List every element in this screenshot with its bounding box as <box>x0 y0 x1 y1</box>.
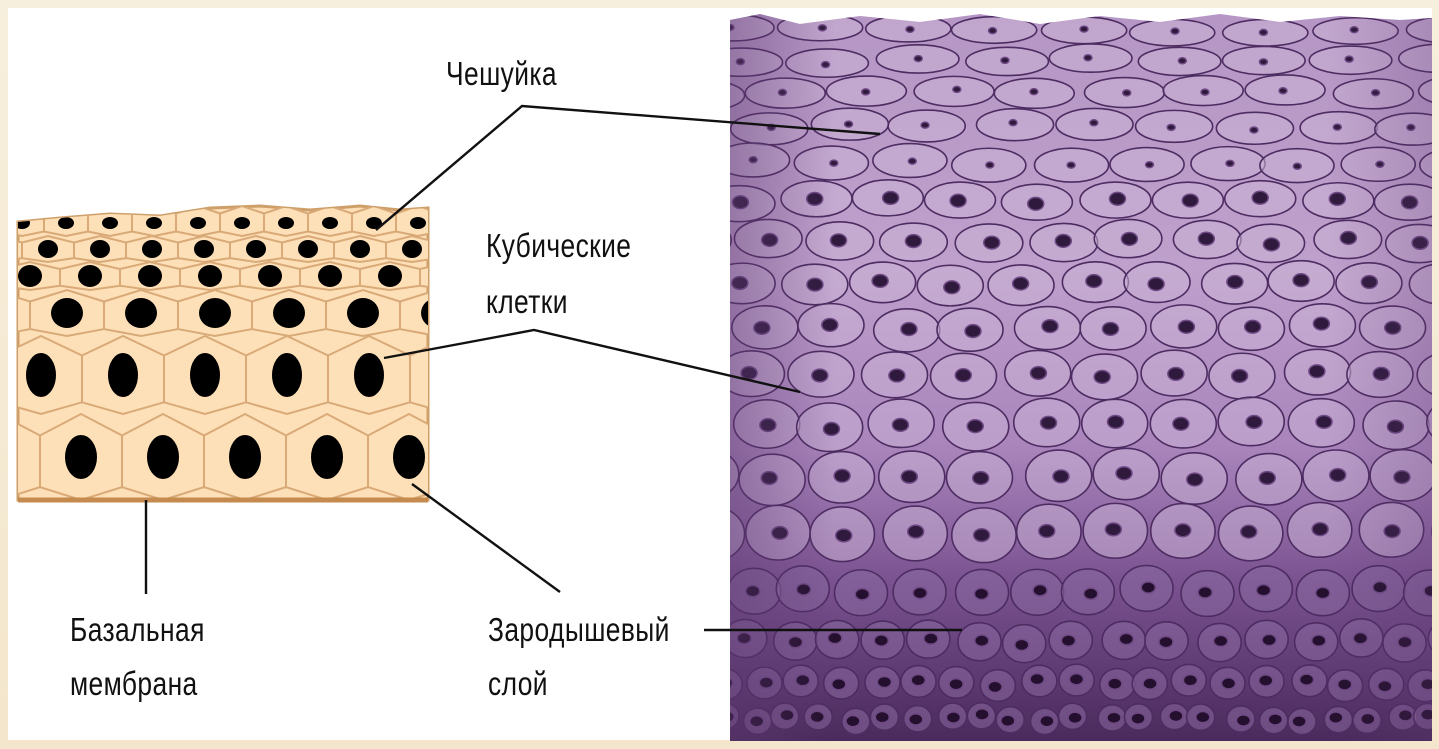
cell-nucleus <box>298 240 318 258</box>
cell-nucleus <box>402 240 422 258</box>
micrograph-cell <box>664 221 732 259</box>
cell-nucleus <box>0 298 9 328</box>
cell-nucleus <box>246 240 266 258</box>
cell-nucleus <box>0 240 6 258</box>
schematic-epithelium <box>0 206 492 500</box>
label-scale: Чешуйка <box>446 54 557 94</box>
cell-nucleus <box>190 353 220 397</box>
micrograph-shading <box>730 14 1432 741</box>
cell-nucleus <box>142 240 162 258</box>
cell-nucleus <box>272 353 302 397</box>
cell-nucleus <box>18 265 42 287</box>
cell-nucleus <box>436 353 466 397</box>
micrograph-nucleus <box>1434 276 1439 289</box>
micrograph-nucleus <box>695 466 711 479</box>
cell-nucleus <box>90 240 110 258</box>
cell-nucleus <box>354 353 384 397</box>
cell-nucleus <box>438 265 462 287</box>
cell-nucleus <box>229 435 261 479</box>
cell-nucleus <box>14 217 30 229</box>
cell-nucleus <box>318 265 342 287</box>
cell-nucleus <box>278 217 294 229</box>
label-germinal-line2: слой <box>488 664 548 704</box>
micrograph-tissue <box>664 14 1439 741</box>
label-cuboidal-line1: Кубические <box>486 226 631 266</box>
micrograph-nucleus <box>703 93 711 99</box>
cell-nucleus <box>51 298 83 328</box>
micrograph-cell <box>1432 504 1439 559</box>
cell-nucleus <box>273 298 305 328</box>
cell-nucleus <box>234 217 250 229</box>
cell-nucleus <box>311 435 343 479</box>
micrograph-nucleus <box>703 527 719 540</box>
micrograph-nucleus <box>1435 56 1439 62</box>
cell-nucleus <box>454 240 474 258</box>
cell-outline <box>438 236 490 262</box>
cell-nucleus <box>199 298 231 328</box>
cell-nucleus <box>190 217 206 229</box>
micrograph-nucleus <box>688 233 704 246</box>
cell-nucleus <box>58 217 74 229</box>
cell-nucleus <box>138 265 162 287</box>
cell-nucleus <box>147 435 179 479</box>
germinal-leader-line <box>412 484 560 592</box>
cell-nucleus <box>322 217 338 229</box>
cell-nucleus <box>198 265 222 287</box>
cell-nucleus <box>393 435 425 479</box>
label-basal-line1: Базальная <box>70 610 205 650</box>
micrograph-cell <box>673 448 739 499</box>
cell-nucleus <box>378 265 402 287</box>
cell-nucleus <box>65 435 97 479</box>
cell-nucleus <box>26 353 56 397</box>
cell-nucleus <box>258 265 282 287</box>
label-basal-line2: мембрана <box>70 664 198 704</box>
cell-nucleus <box>108 353 138 397</box>
cell-nucleus <box>347 298 379 328</box>
cell-nucleus <box>410 217 426 229</box>
cell-nucleus <box>146 217 162 229</box>
label-germinal-line1: Зародышевый <box>488 610 670 650</box>
cell-nucleus <box>194 240 214 258</box>
cell-nucleus <box>125 298 157 328</box>
cell-nucleus <box>102 217 118 229</box>
cell-nucleus <box>421 298 453 328</box>
cell-nucleus <box>78 265 102 287</box>
cell-nucleus <box>38 240 58 258</box>
cell-nucleus <box>0 435 15 479</box>
label-cuboidal-line2: клетки <box>486 282 568 322</box>
cell-nucleus <box>350 240 370 258</box>
